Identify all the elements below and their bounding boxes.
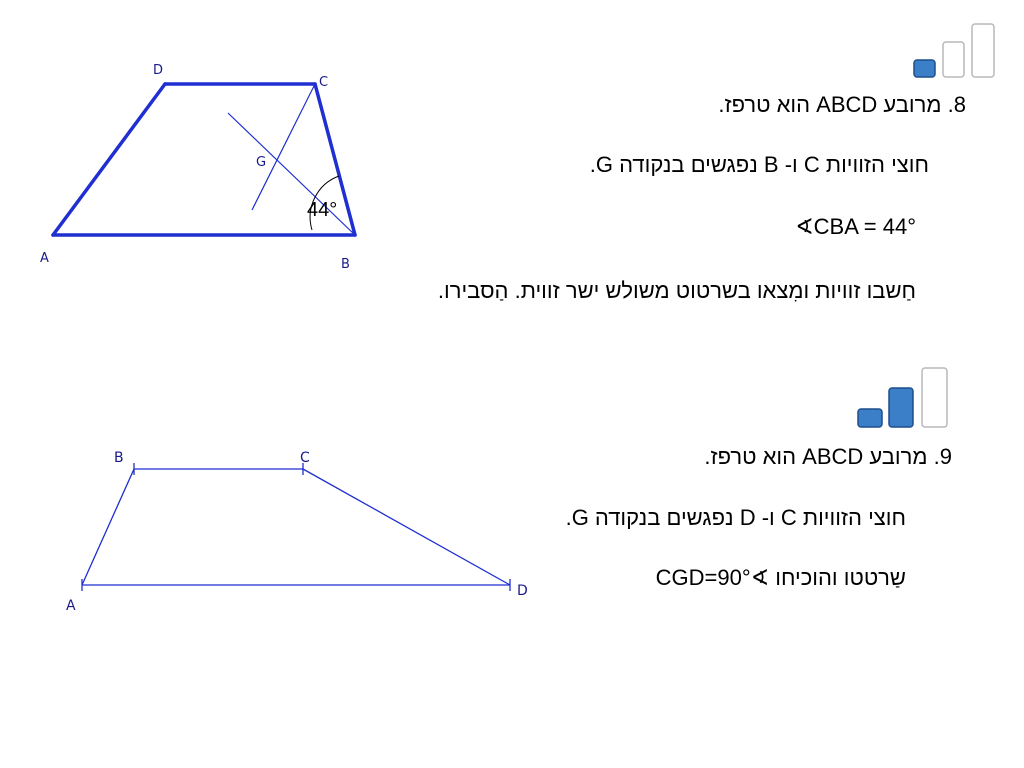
problem9-line3: שַרטטו והוכיחו ∢CGD=90° [655, 565, 906, 590]
bisector-b [227, 112, 356, 236]
vertex-label-a: A [40, 251, 49, 266]
bisector-c [251, 83, 316, 211]
angle-arc-b [309, 175, 340, 231]
trapezoid-abcd-8 [51, 82, 357, 237]
tick-marks-9 [81, 463, 511, 591]
vertex-label-d: D [517, 583, 528, 599]
problem8-line2: חוצי הזוויות C ו- B נפגשים בנקודה G. [589, 152, 929, 177]
problem8-line3: ∢CBA = 44° [795, 214, 916, 239]
problem9-line1: 9. מרובע ABCD הוא טרפז. [704, 444, 952, 469]
side-bc [313, 82, 357, 237]
side-cd [302, 468, 511, 586]
vertex-label-c: C [300, 450, 310, 466]
vertex-label-c: C [319, 75, 328, 90]
progress-bar-2 [888, 387, 914, 428]
progress-bar-2 [942, 41, 965, 78]
problem8-line4: חַשבו זוויות ומִצאו בשרטוט משולש ישר זוו… [437, 278, 916, 303]
progress-bar-3 [971, 23, 995, 78]
trapezoid-abcd-9 [81, 468, 511, 586]
vertex-label-d: D [153, 63, 163, 78]
side-ab [81, 468, 135, 586]
vertex-label-g: G [256, 155, 266, 170]
problem9-line2: חוצי הזוויות C ו- D נפגשים בנקודה G. [565, 505, 906, 530]
progress-bar-1 [857, 408, 883, 428]
vertex-label-a: A [66, 598, 76, 614]
progress-bar-3 [921, 367, 948, 428]
angle-bisectors-8 [227, 83, 356, 236]
vertex-label-b: B [114, 450, 124, 466]
side-da [51, 82, 167, 237]
progress-bar-1 [913, 59, 936, 78]
problem8-line1: 8. מרובע ABCD הוא טרפז. [718, 92, 966, 117]
angle-label-44: 44° [307, 199, 337, 221]
vertex-label-b: B [341, 257, 350, 272]
